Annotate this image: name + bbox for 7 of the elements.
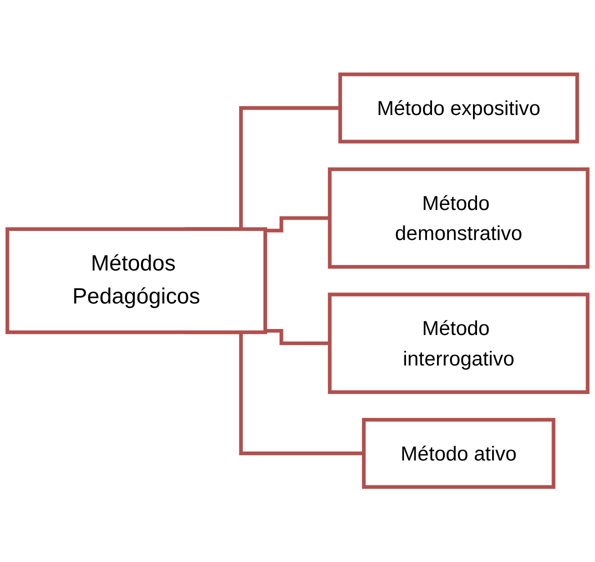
- node-box: [328, 292, 590, 394]
- node-box: [6, 228, 268, 334]
- node-box: [328, 168, 590, 270]
- node-box: [362, 418, 556, 490]
- node-box: [338, 72, 580, 144]
- connector: [265, 216, 330, 233]
- connector: [265, 329, 330, 346]
